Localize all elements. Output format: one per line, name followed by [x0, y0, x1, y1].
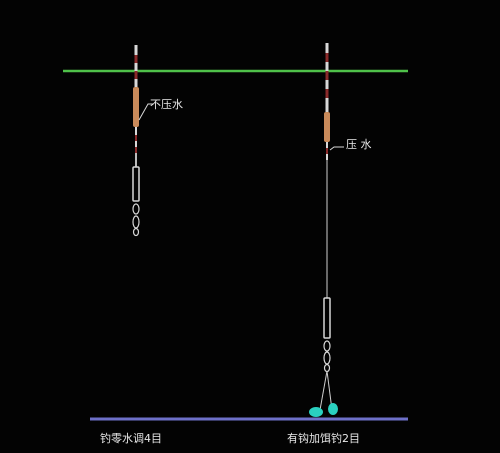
left-callout-label: 不压水: [150, 98, 183, 111]
right-caption: 有钩加饵钓2目: [287, 432, 360, 445]
left-callout-leader: [138, 103, 153, 121]
right-bait: [309, 403, 338, 417]
left-rig: [132, 45, 153, 237]
left-swivel: [132, 203, 140, 237]
right-callout-label: 压 水: [346, 138, 372, 151]
right-float-tip: [325, 43, 329, 112]
right-float-stem: [326, 142, 328, 160]
left-float-body: [133, 87, 139, 127]
right-float-body: [324, 112, 330, 142]
left-float-tip: [134, 45, 138, 87]
left-float-stem: [135, 127, 137, 167]
right-rig: [309, 43, 344, 417]
left-sinker: [132, 166, 140, 202]
right-callout-leader: [329, 146, 344, 151]
right-sinker: [323, 297, 331, 339]
right-swivel: [323, 340, 331, 373]
left-caption: 钓零水调4目: [100, 432, 162, 445]
